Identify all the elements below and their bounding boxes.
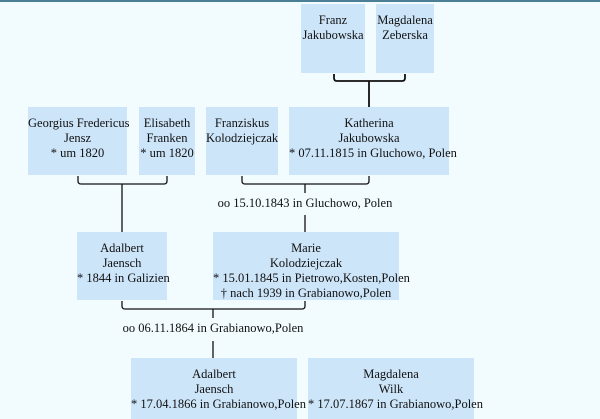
person-last-name: Kolodziejczak	[206, 131, 279, 145]
person-first-name: Elisabeth	[143, 116, 191, 130]
person-magdalena-zeberska[interactable]: Magdalena Zeberska	[376, 4, 434, 73]
person-last-name: Jensz	[63, 131, 92, 145]
person-first-name: Franziskus	[214, 116, 270, 130]
bracket-kolodziejczak-parents	[241, 176, 370, 232]
person-last-name: Franken	[146, 131, 188, 145]
person-elisabeth-franken[interactable]: Elisabeth Franken * um 1820	[139, 107, 195, 175]
person-first-name: Georgius Fredericus	[28, 116, 130, 130]
person-last-name: Jakubowska	[302, 28, 364, 42]
person-first-name: Marie	[291, 241, 321, 255]
person-birth: * um 1820	[50, 146, 105, 160]
person-death: † nach 1939 in Grabianowo,Polen	[220, 286, 392, 300]
person-franz-jakubowska[interactable]: Franz Jakubowska	[301, 4, 365, 73]
bracket-jaensch-parents	[121, 301, 306, 358]
person-magdalena-wilk[interactable]: Magdalena Wilk * 17.07.1867 in Grabianow…	[308, 358, 483, 419]
person-first-name: Magdalena	[363, 367, 419, 381]
person-birth: * 15.01.1845 in Pietrowo,Kosten,Polen	[213, 271, 410, 285]
person-last-name: Wilk	[378, 382, 404, 396]
person-first-name: Katherina	[344, 116, 394, 130]
marriage-jaensch: oo 06.11.1864 in Grabianowo,Polen	[122, 321, 304, 335]
person-birth: * um 1820	[140, 146, 194, 160]
person-last-name: Kolodziejczak	[269, 256, 343, 270]
person-last-name: Jaensch	[102, 256, 142, 270]
person-marie-kolodziejczak[interactable]: Marie Kolodziejczak * 15.01.1845 in Piet…	[213, 232, 410, 300]
person-georgius-jensz[interactable]: Georgius Fredericus Jensz * um 1820	[28, 107, 130, 175]
person-katherina-jakubowska[interactable]: Katherina Jakubowska * 07.11.1815 in Glu…	[289, 107, 457, 175]
person-first-name: Adalbert	[192, 367, 236, 381]
top-border	[0, 0, 600, 2]
person-last-name: Zeberska	[382, 28, 428, 42]
person-first-name: Adalbert	[100, 241, 144, 255]
bracket-jakubowska-parents	[333, 74, 406, 107]
person-birth: * 17.04.1866 in Grabianowo,Polen	[131, 397, 306, 411]
person-birth: * 1844 in Galizien	[77, 271, 170, 285]
person-last-name: Jakubowska	[338, 131, 400, 145]
person-first-name: Franz	[318, 13, 348, 27]
person-last-name: Jaensch	[194, 382, 234, 396]
marriage-kolodziejczak: oo 15.10.1843 in Gluchowo, Polen	[217, 196, 393, 210]
bracket-jensz-parents	[77, 176, 168, 232]
person-adalbert-jaensch-jr[interactable]: Adalbert Jaensch * 17.04.1866 in Grabian…	[131, 358, 306, 419]
person-first-name: Magdalena	[377, 13, 433, 27]
person-franziskus-kolodziejczak[interactable]: Franziskus Kolodziejczak	[206, 107, 278, 175]
person-adalbert-jaensch-sr[interactable]: Adalbert Jaensch * 1844 in Galizien	[77, 232, 170, 300]
person-birth: * 17.07.1867 in Grabianowo,Polen	[308, 397, 483, 411]
person-birth: * 07.11.1815 in Gluchowo, Polen	[289, 146, 457, 160]
